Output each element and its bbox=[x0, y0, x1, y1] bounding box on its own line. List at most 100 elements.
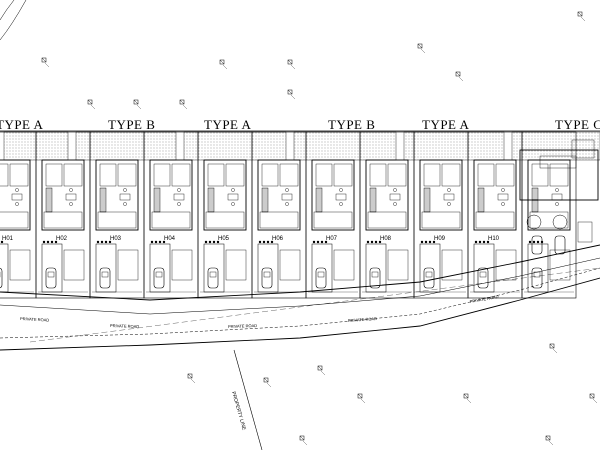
chair bbox=[123, 202, 127, 206]
front-room bbox=[205, 211, 245, 229]
stair bbox=[477, 187, 485, 213]
chair bbox=[15, 188, 19, 192]
shrub bbox=[216, 240, 220, 244]
shrub bbox=[204, 240, 208, 244]
room bbox=[63, 163, 83, 187]
dining-table bbox=[335, 193, 347, 201]
car-icon bbox=[153, 267, 165, 289]
room bbox=[495, 163, 515, 187]
shrub bbox=[42, 240, 46, 244]
front-room bbox=[313, 211, 353, 229]
chair bbox=[339, 188, 343, 192]
room bbox=[423, 163, 441, 187]
chair bbox=[15, 202, 19, 206]
car-icon bbox=[315, 267, 327, 289]
dining-table bbox=[551, 193, 563, 201]
survey-marker-icon bbox=[287, 89, 296, 100]
shrub bbox=[486, 240, 490, 244]
room bbox=[571, 139, 595, 159]
terrace-units bbox=[0, 131, 599, 299]
chair bbox=[285, 202, 289, 206]
chair bbox=[285, 188, 289, 192]
room bbox=[9, 163, 29, 187]
road-label: PRIVATE ROAD bbox=[110, 323, 139, 329]
car-icon bbox=[99, 267, 111, 289]
room bbox=[369, 163, 387, 187]
front-garden bbox=[495, 249, 517, 281]
driveway bbox=[0, 243, 9, 293]
shrub bbox=[50, 240, 54, 244]
dining-table bbox=[173, 193, 185, 201]
house-label: H09 bbox=[434, 236, 446, 242]
chair bbox=[447, 202, 451, 206]
front-room bbox=[259, 211, 299, 229]
car-window bbox=[371, 271, 379, 278]
shrub bbox=[320, 240, 324, 244]
room bbox=[441, 163, 461, 187]
room bbox=[153, 163, 171, 187]
front-garden bbox=[387, 249, 409, 281]
survey-marker-icon bbox=[463, 393, 472, 404]
room bbox=[0, 163, 9, 187]
chair bbox=[69, 188, 73, 192]
front-room bbox=[43, 211, 83, 229]
car-icon bbox=[531, 267, 543, 289]
turning-circle bbox=[526, 214, 542, 230]
chair bbox=[393, 202, 397, 206]
front-garden bbox=[225, 249, 247, 281]
shrub bbox=[482, 240, 486, 244]
garden-hatch bbox=[293, 131, 397, 161]
front-garden bbox=[63, 249, 85, 281]
house-footprint bbox=[519, 149, 599, 201]
garden-hatch bbox=[403, 131, 505, 161]
chair bbox=[177, 188, 181, 192]
car-icon bbox=[369, 267, 381, 289]
house-footprint bbox=[365, 159, 409, 231]
type-label: TYPE B bbox=[108, 117, 155, 132]
house-label: H06 bbox=[272, 236, 284, 242]
car-window bbox=[317, 271, 325, 278]
shrub bbox=[312, 240, 316, 244]
survey-marker-icon bbox=[577, 11, 586, 22]
front-room bbox=[0, 211, 29, 229]
car-icon bbox=[0, 267, 3, 289]
room bbox=[549, 163, 569, 187]
survey-marker-icon bbox=[357, 393, 366, 404]
type-label: TYPE B bbox=[328, 117, 375, 132]
road-labels: PRIVATE ROAD PRIVATE ROAD PRIVATE ROAD P… bbox=[20, 294, 499, 329]
chair bbox=[393, 188, 397, 192]
car-window bbox=[263, 271, 271, 278]
shrub bbox=[154, 240, 158, 244]
survey-marker-icon bbox=[287, 59, 296, 70]
survey-marker-icon bbox=[549, 343, 558, 354]
house-label: H04 bbox=[164, 236, 176, 242]
house-footprint bbox=[419, 159, 463, 231]
house-label: H03 bbox=[110, 236, 122, 242]
car-window bbox=[479, 271, 487, 278]
dining-table bbox=[443, 193, 455, 201]
stair bbox=[369, 187, 377, 213]
shrub bbox=[258, 240, 262, 244]
chair bbox=[231, 188, 235, 192]
shrub bbox=[158, 240, 162, 244]
road-label: PRIVATE ROAD bbox=[469, 294, 499, 304]
shrub bbox=[370, 240, 374, 244]
survey-marker-icon bbox=[87, 99, 96, 110]
property-line-label: PROPERTY LINE bbox=[230, 391, 247, 432]
survey-marker-icon bbox=[41, 57, 50, 68]
survey-marker-icon bbox=[417, 43, 426, 54]
room bbox=[261, 163, 279, 187]
room bbox=[99, 163, 117, 187]
front-room bbox=[151, 211, 191, 229]
house-plot bbox=[413, 131, 469, 299]
shrub bbox=[54, 240, 58, 244]
room bbox=[117, 163, 137, 187]
chair bbox=[69, 202, 73, 206]
dining-table bbox=[389, 193, 401, 201]
shrub bbox=[528, 240, 532, 244]
house-plot bbox=[251, 131, 307, 299]
house-footprint bbox=[0, 159, 31, 231]
chair bbox=[339, 202, 343, 206]
house-footprint bbox=[95, 159, 139, 231]
turning-circle bbox=[552, 214, 568, 230]
